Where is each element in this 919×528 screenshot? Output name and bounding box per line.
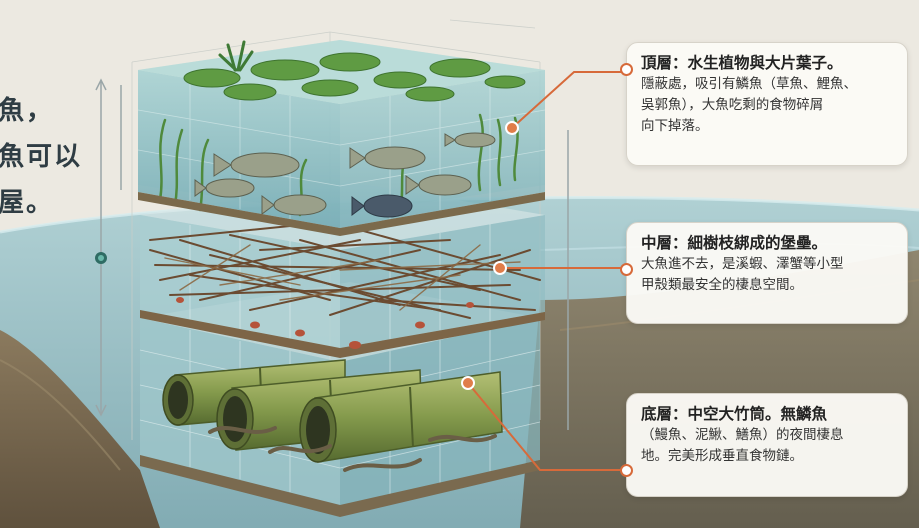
callout-line: 甲殼類最安全的棲息空間。 xyxy=(641,277,803,293)
left-text-line-1: 魚， xyxy=(0,96,55,126)
callout-line: 吳郭魚），大魚吃剩的食物碎屑 xyxy=(641,97,824,113)
eels xyxy=(208,426,497,472)
leader-dots xyxy=(461,121,519,390)
callout-line: 地。完美形成垂直食物鏈。 xyxy=(641,448,803,464)
callout-top-layer: 頂層：水生植物與大片葉子。 隱蔽處，吸引有鱗魚（草魚、鯉魚、 吳郭魚），大魚吃剩… xyxy=(620,42,908,166)
callout-marker xyxy=(620,63,633,76)
lily-pads xyxy=(183,52,526,102)
callout-marker xyxy=(620,263,633,276)
callout-title: 底層：中空大竹筒。無鱗魚 xyxy=(641,405,828,423)
surface-plant xyxy=(218,40,254,72)
callout-marker xyxy=(620,464,633,477)
crabs xyxy=(176,297,474,349)
callout-middle-layer: 中層：細樹枝綁成的堡壘。 大魚進不去，是溪蝦、澤蟹等小型 甲殼類最安全的棲息空間… xyxy=(620,222,908,324)
callout-line: 隱蔽處，吸引有鱗魚（草魚、鯉魚、 xyxy=(641,76,857,92)
callout-title: 頂層：水生植物與大片葉子。 xyxy=(641,54,843,72)
depth-guides xyxy=(95,78,569,430)
left-text-line-2: 魚可以 xyxy=(0,142,83,172)
callout-title: 中層：細樹枝綁成的堡壘。 xyxy=(641,234,828,252)
top-layer xyxy=(137,40,546,236)
twig-fortress xyxy=(149,224,541,319)
left-bank xyxy=(0,330,160,528)
callout-bottom-layer: 底層：中空大竹筒。無鱗魚 （鰻魚、泥鰍、鱔魚）的夜間棲息 地。完美形成垂直食物鏈… xyxy=(620,393,908,497)
callout-leaders xyxy=(467,71,628,471)
callout-line: 大魚進不去，是溪蝦、澤蟹等小型 xyxy=(641,256,844,272)
fish-group xyxy=(194,132,496,218)
callout-line: 向下掉落。 xyxy=(641,118,709,134)
callout-line: （鰻魚、泥鰍、鱔魚）的夜間棲息 xyxy=(641,427,844,443)
left-text-line-3: 屋。 xyxy=(0,188,55,218)
